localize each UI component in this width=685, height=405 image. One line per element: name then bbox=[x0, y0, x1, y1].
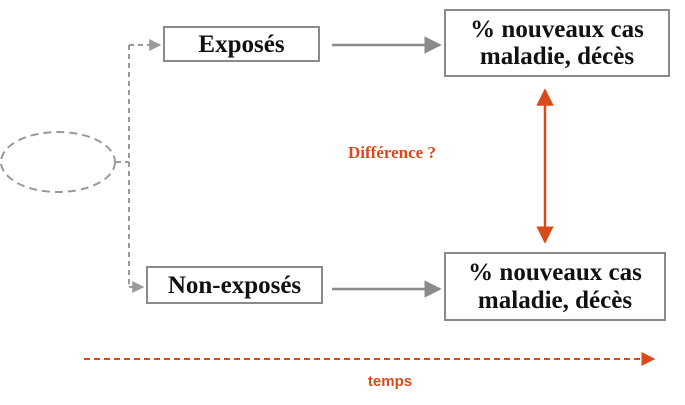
exposed-outcome-line1: % nouveaux cas bbox=[470, 15, 644, 43]
unexposed-outcome-line2: maladie, décès bbox=[477, 286, 633, 314]
exposed-group-box: Exposés bbox=[163, 26, 320, 62]
time-label: temps bbox=[367, 373, 413, 390]
difference-label: Différence ? bbox=[348, 143, 436, 162]
unexposed-group-label: Non-exposés bbox=[167, 271, 302, 299]
unexposed-outcome-line1: % nouveaux cas bbox=[468, 259, 642, 286]
exposed-group-label: Exposés bbox=[198, 30, 285, 58]
exposed-outcome-line2: maladie, décès bbox=[479, 43, 635, 70]
unexposed-group-box: Non-exposés bbox=[146, 266, 323, 304]
population-ellipse bbox=[0, 131, 116, 193]
unexposed-outcome-box: % nouveaux cas maladie, décès bbox=[444, 252, 666, 321]
exposed-outcome-box: % nouveaux cas maladie, décès bbox=[444, 9, 670, 77]
